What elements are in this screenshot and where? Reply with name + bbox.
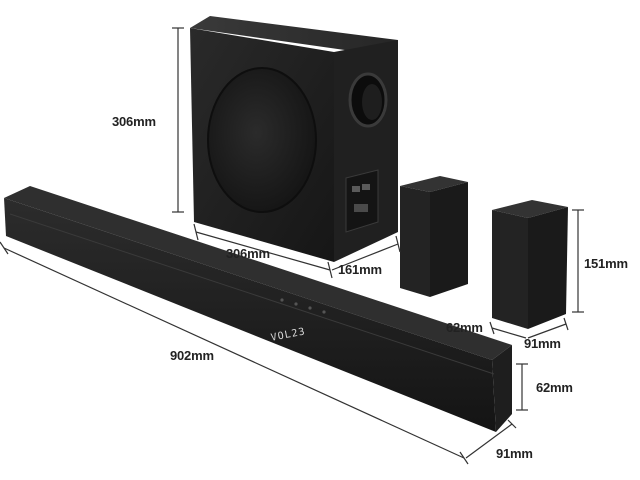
speaker-left-front xyxy=(400,186,430,297)
speaker-right-top xyxy=(492,200,568,218)
woofer-cone xyxy=(207,67,317,213)
label-bar-depth: 91mm xyxy=(496,446,533,461)
label-sub-depth: 161mm xyxy=(338,262,382,277)
speaker-left-top xyxy=(400,176,468,192)
bass-port-inner xyxy=(362,84,382,120)
speaker-left-side xyxy=(430,182,468,297)
dim-line-sub-width xyxy=(195,231,331,271)
subwoofer-top xyxy=(190,16,398,55)
dim-line-bar-width xyxy=(3,247,465,459)
dim-line-bar-depth xyxy=(465,423,513,459)
dim-line-speaker-width xyxy=(491,327,527,339)
label-speaker-depth: 91mm xyxy=(524,336,561,351)
subwoofer xyxy=(190,16,398,262)
soundbar-button xyxy=(322,310,326,314)
soundbar-button xyxy=(280,298,284,302)
rear-speaker-left xyxy=(400,176,468,297)
soundbar-seam xyxy=(9,213,495,375)
soundbar-button xyxy=(294,302,298,306)
soundbar-front xyxy=(4,198,496,432)
soundbar-button xyxy=(308,306,312,310)
connector-port xyxy=(354,204,368,212)
dimension-lines xyxy=(0,27,584,465)
label-bar-width: 902mm xyxy=(170,348,214,363)
label-sub-width: 306mm xyxy=(226,246,270,261)
connector-port xyxy=(362,184,370,190)
speaker-right-side xyxy=(528,207,568,329)
rear-speaker-right xyxy=(492,200,568,329)
connector-port xyxy=(352,186,360,192)
connector-panel xyxy=(345,169,379,233)
dim-line-speaker-depth xyxy=(527,323,567,339)
label-speaker-width: 62mm xyxy=(446,320,483,335)
soundbar-end xyxy=(492,345,512,432)
label-speaker-height: 151mm xyxy=(584,256,628,271)
speaker-right-front xyxy=(492,210,528,329)
soundbar xyxy=(4,186,512,432)
dim-line-sub-depth xyxy=(331,243,399,271)
label-bar-height: 62mm xyxy=(536,380,573,395)
soundbar-top xyxy=(4,186,512,360)
label-sub-height: 306mm xyxy=(112,114,156,129)
